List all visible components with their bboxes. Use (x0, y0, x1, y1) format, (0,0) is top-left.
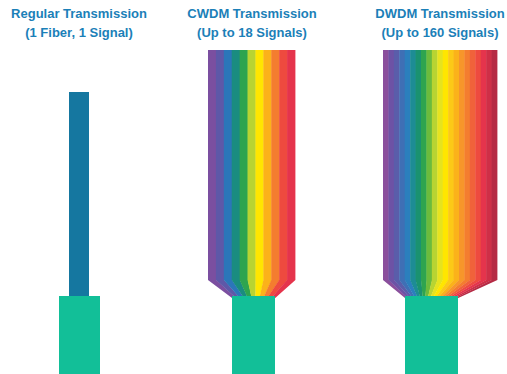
wavelength-stripe (445, 50, 475, 298)
wavelength-stripe (435, 50, 454, 298)
wavelength-stripe (448, 50, 481, 298)
wavelength-stripe (428, 50, 438, 298)
wavelength-stripe (438, 50, 460, 298)
wavelength-stripe (455, 50, 497, 298)
wavelength-stripe (440, 50, 464, 298)
wavelength-stripe (453, 50, 492, 298)
wavelength-stripe (430, 50, 443, 298)
wavelength-stripe (263, 50, 279, 298)
wavelength-stripe (450, 50, 486, 298)
fiber-base (405, 296, 458, 374)
wavelength-stripe (255, 50, 263, 298)
wavelength-stripe (267, 50, 287, 298)
wavelength-stripe (443, 50, 470, 298)
column-heading: CWDM Transmission (Up to 18 Signals) (172, 4, 332, 42)
wavelength-stripe (259, 50, 271, 298)
fiber-base (59, 296, 100, 374)
column-heading: Regular Transmission (1 Fiber, 1 Signal) (0, 4, 159, 42)
single-signal-bar (69, 92, 89, 298)
dwdm-signal-bundle (383, 50, 497, 298)
wavelength-stripe (421, 50, 427, 298)
wavelength-stripe (433, 50, 449, 298)
wavelength-stripe (271, 50, 295, 298)
cwdm-signal-bundle (208, 50, 295, 298)
wavelength-stripe (425, 50, 432, 298)
fiber-base (232, 296, 275, 374)
column-heading: DWDM Transmission (Up to 160 Signals) (360, 4, 507, 42)
wavelength-stripe (248, 50, 256, 298)
